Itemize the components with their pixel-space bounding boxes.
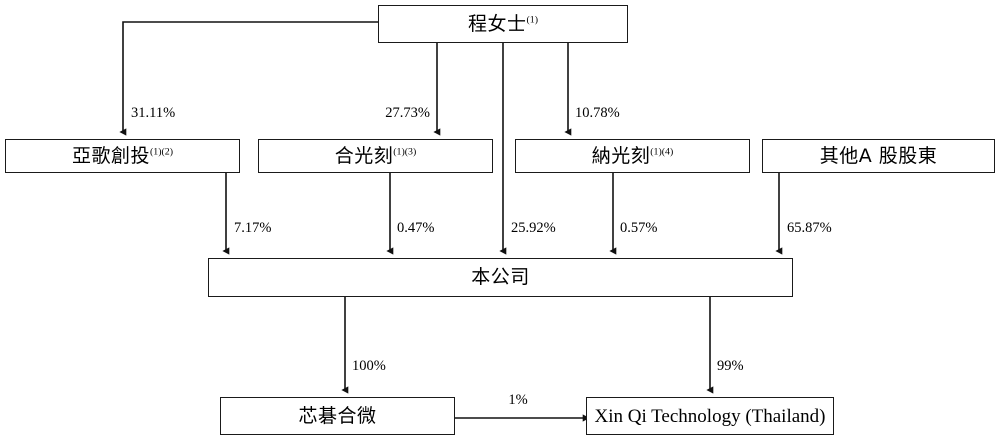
edge-label-65-87: 65.87% [787,219,832,236]
edge-label-25-92: 25.92% [511,219,556,236]
node-xinqi-heiwei-label: 芯碁合微 [298,404,377,427]
node-heguangke-label: 合光刻(1)(3) [334,144,417,167]
node-heguangke[interactable]: 合光刻(1)(3) [258,139,493,173]
node-xinqi-thailand[interactable]: Xin Qi Technology (Thailand) [586,397,834,435]
node-naguangke[interactable]: 納光刻(1)(4) [515,139,750,173]
node-other-a-shareholders-label: 其他A 股股東 [819,144,938,167]
edge-label-0-57: 0.57% [620,219,658,236]
superscript-marker: (1)(2) [149,146,174,158]
superscript-marker: (1)(4) [650,146,674,158]
node-top-shareholder-label: 程女士(1) [467,12,539,35]
node-naguangke-label: 納光刻(1)(4) [591,144,674,167]
edge-label-1: 1% [508,391,528,408]
node-top-shareholder[interactable]: 程女士(1) [378,5,628,43]
edge-label-99: 99% [717,357,744,374]
edge-label-31-11: 31.11% [131,104,176,121]
node-yage-chuangtou[interactable]: 亞歌創投(1)(2) [5,139,240,173]
edge-label-7-17: 7.17% [234,219,272,236]
edge-label-27-73: 27.73% [385,104,430,121]
superscript-marker: (1)(3) [393,146,417,158]
node-xinqi-thailand-label: Xin Qi Technology (Thailand) [594,405,826,427]
node-xinqi-heiwei[interactable]: 芯碁合微 [220,397,455,435]
edge-label-100: 100% [352,357,386,374]
node-company-label: 本公司 [471,266,530,288]
edge-label-10-78: 10.78% [575,104,620,121]
node-company[interactable]: 本公司 [208,258,793,297]
superscript-marker: (1) [526,14,539,26]
edge-label-0-47: 0.47% [397,219,435,236]
node-yage-chuangtou-label: 亞歌創投(1)(2) [71,144,174,167]
node-other-a-shareholders[interactable]: 其他A 股股東 [762,139,995,173]
